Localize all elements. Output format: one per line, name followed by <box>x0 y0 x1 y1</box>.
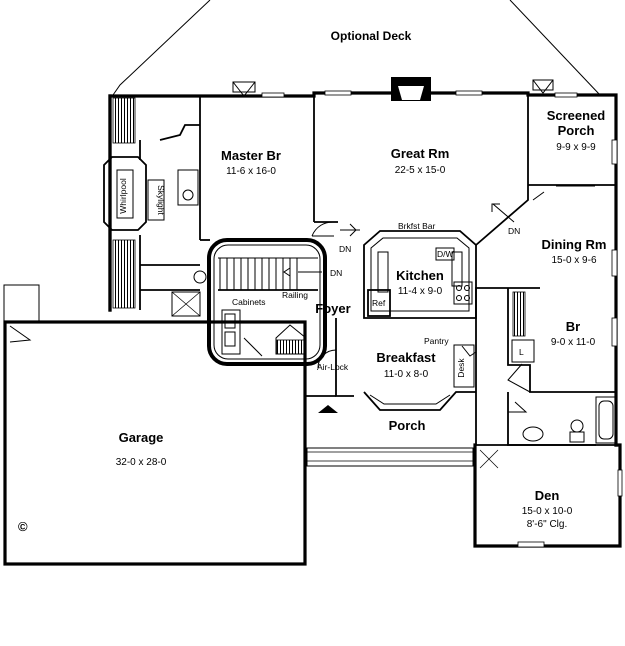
l-label: L <box>519 347 524 357</box>
porch-outline <box>304 396 475 467</box>
den-ceiling-note: 8'-6" Clg. <box>527 519 567 530</box>
screened-porch-name-2: Porch <box>558 123 595 138</box>
skylight-label: Skylight <box>156 185 166 215</box>
bedroom-walls: L <box>475 287 617 446</box>
kitchen-dims: 11-4 x 9-0 <box>398 286 443 297</box>
master-suite-walls <box>112 96 210 310</box>
garage-name: Garage <box>119 430 164 445</box>
top-windows <box>261 90 623 548</box>
desk-label: Desk <box>456 358 466 378</box>
railing-label: Railing <box>282 290 308 300</box>
br-dims: 9-0 x 11-0 <box>551 337 596 348</box>
fireplace <box>232 77 554 101</box>
dining-rm-name: Dining Rm <box>542 237 607 252</box>
dining-rm-dims: 15-0 x 9-6 <box>551 255 596 266</box>
br-name: Br <box>566 319 580 334</box>
dining-arrow: DN <box>491 203 520 236</box>
breakfast-name: Breakfast <box>376 350 436 365</box>
screened-porch-name-1: Screened <box>547 108 606 123</box>
master-bath-fixtures <box>171 169 207 317</box>
great-rm-name: Great Rm <box>391 146 450 161</box>
great-rm-dn-label: DN <box>339 244 351 254</box>
den-walls <box>475 444 616 469</box>
great-room-walls: DN <box>311 96 360 254</box>
deck-label: Optional Deck <box>331 29 412 43</box>
dining-dn-label: DN <box>508 226 520 236</box>
whirlpool-tub: Whirlpool Skylight <box>103 156 166 231</box>
dw-label: D/W <box>437 249 454 259</box>
screened-porch-walls <box>475 95 616 246</box>
foyer-name: Foyer <box>315 301 350 316</box>
breakfast-dims: 11-0 x 8-0 <box>384 369 429 380</box>
air-lock: Air-Lock <box>304 349 349 413</box>
den-dims: 15-0 x 10-0 <box>522 506 573 517</box>
stair-dn-label: DN <box>330 268 342 278</box>
air-lock-label: Air-Lock <box>317 362 349 372</box>
pantry-label: Pantry <box>424 336 449 346</box>
screened-porch-dims: 9-9 x 9-9 <box>556 142 596 153</box>
porch-name: Porch <box>389 418 426 433</box>
copyright-mark: © <box>18 519 28 534</box>
breakfast-walls: Desk Pantry <box>335 318 477 445</box>
brkfst-bar-label: Brkfst Bar <box>398 221 435 231</box>
great-rm-dims: 22-5 x 15-0 <box>395 165 446 176</box>
garage-dims: 32-0 x 28-0 <box>116 457 167 468</box>
stair-treads <box>218 257 318 290</box>
ref-label: Ref <box>372 298 386 308</box>
deck-outline <box>112 0 601 96</box>
den-name: Den <box>535 488 560 503</box>
master-br-name: Master Br <box>221 148 281 163</box>
kitchen-name: Kitchen <box>396 268 444 283</box>
master-br-dims: 11-6 x 16-0 <box>226 166 276 177</box>
whirlpool-label: Whirlpool <box>118 178 128 214</box>
stair-core: DN Railing Cabinets <box>207 238 342 366</box>
cabinets-label: Cabinets <box>232 297 266 307</box>
